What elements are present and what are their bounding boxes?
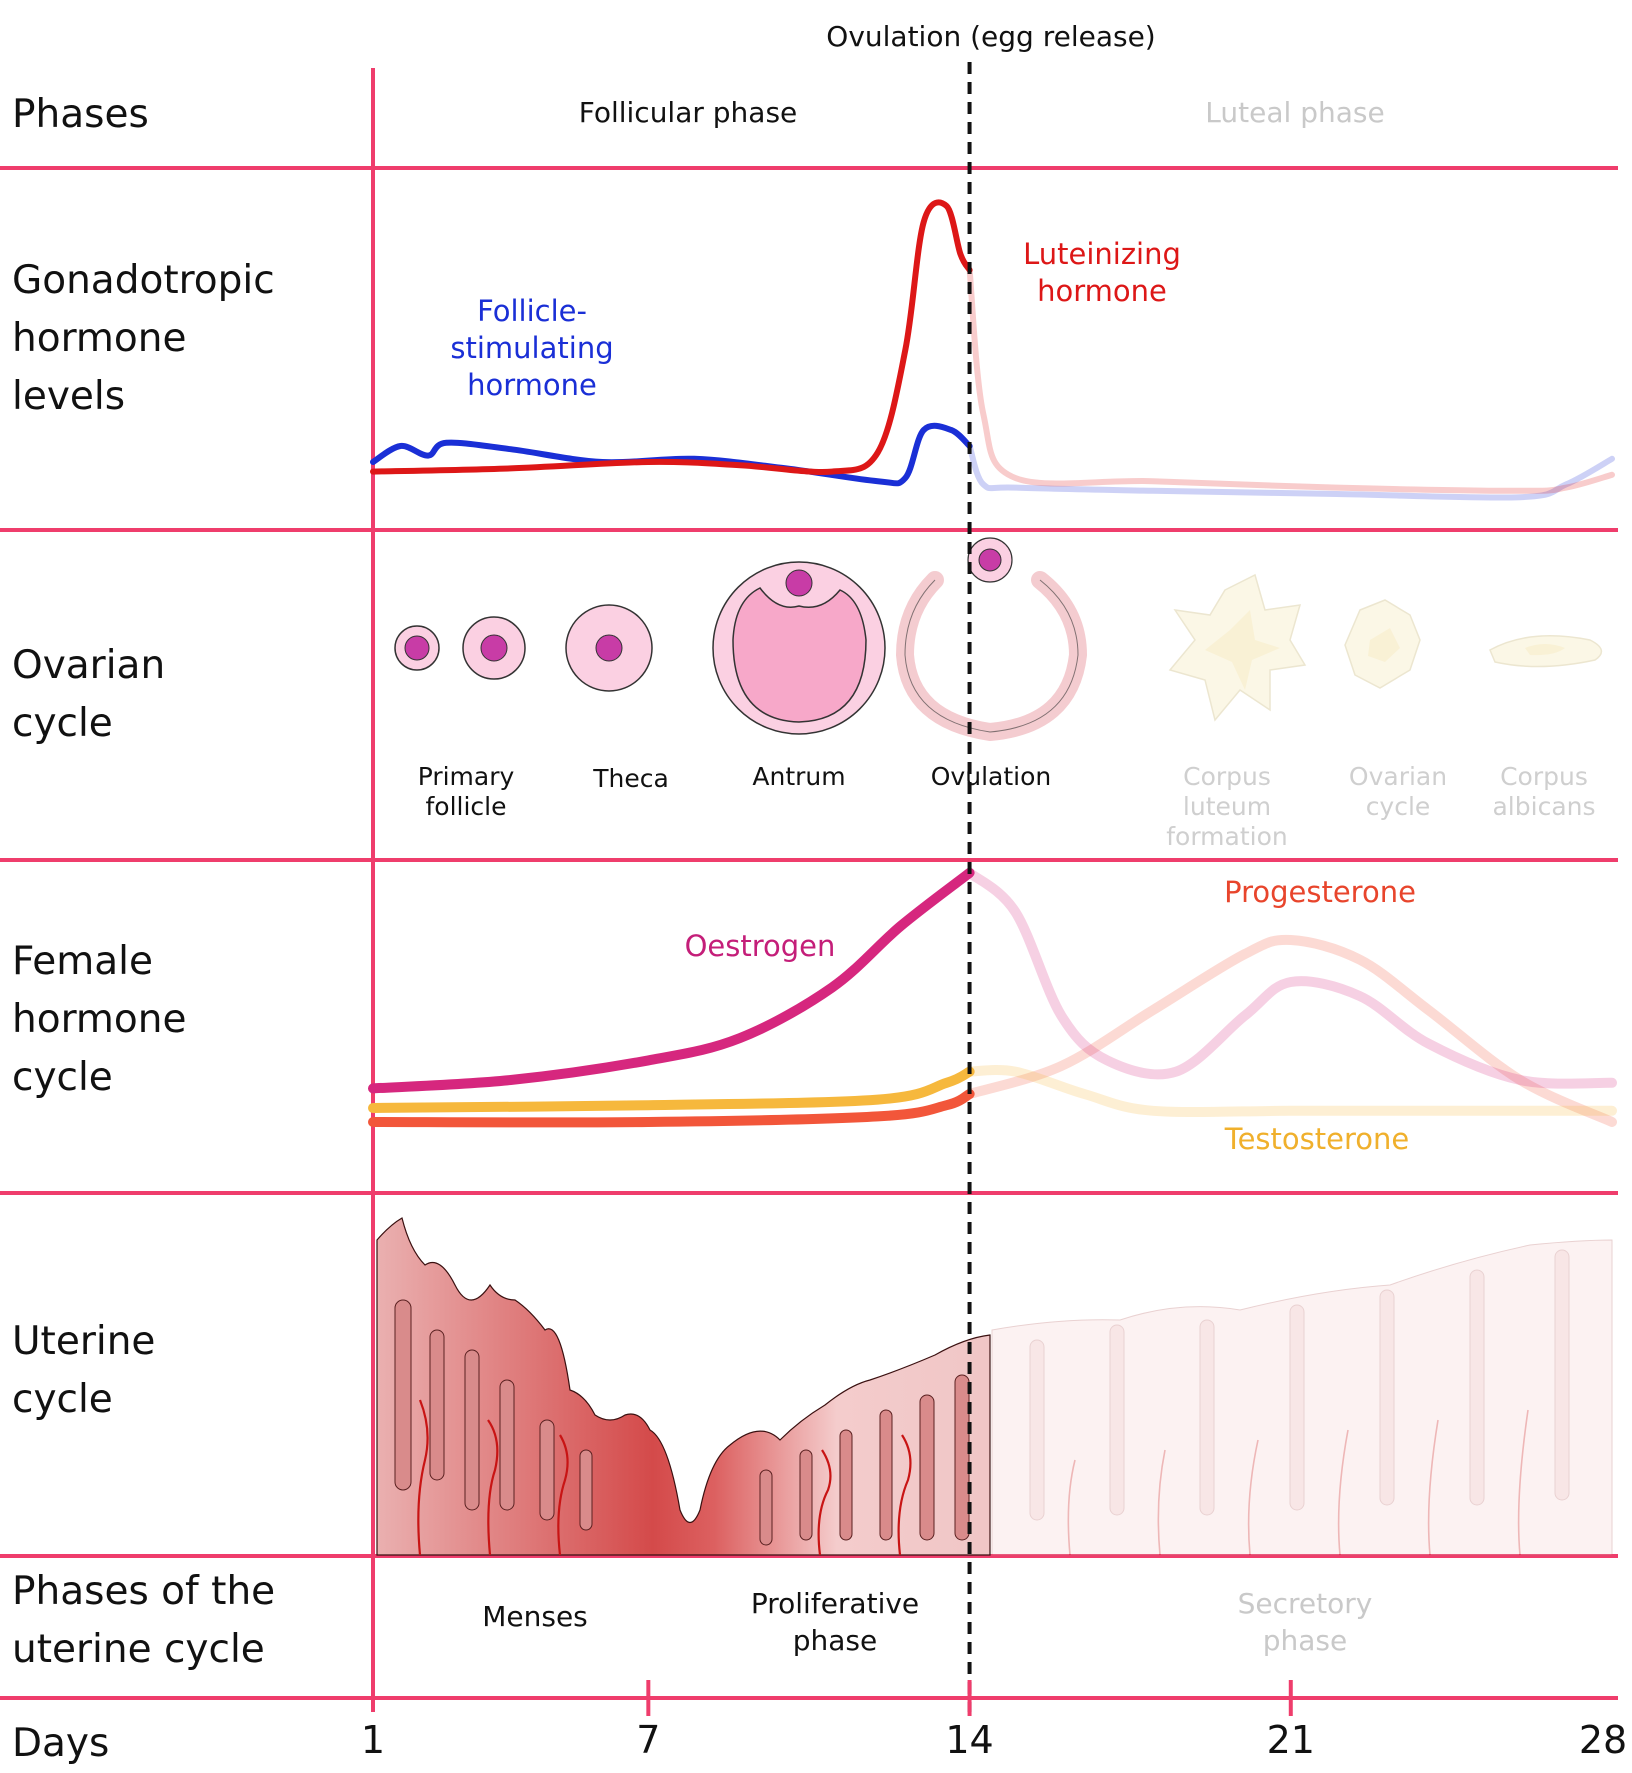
uterine-phase-menses: Menses	[482, 1600, 588, 1633]
testosterone-label: Testosterone	[1224, 1122, 1410, 1156]
row-label-ovarian: Ovarian cycle	[12, 643, 166, 746]
row-label-uterine-phases: Phases of the uterine cycle	[12, 1569, 276, 1672]
uterine-phase-secretory: Secretory phase	[1237, 1587, 1373, 1657]
row-label-uterine: Uterine cycle	[12, 1319, 156, 1422]
row-grid	[0, 68, 1618, 1712]
ovulation-title: Ovulation (egg release)	[826, 20, 1156, 53]
spiral-arteries	[417, 1399, 912, 1556]
ovarian-cycle-illustration	[1344, 599, 1421, 689]
uterine-phase-proliferative: Proliferative phase	[750, 1587, 920, 1657]
day-label-21: 21	[1266, 1718, 1315, 1762]
day-label-7: 7	[636, 1718, 661, 1762]
lh-label: Luteinizing hormone	[1023, 237, 1181, 308]
antrum-follicle-illustration	[712, 561, 886, 735]
stage-primary-follicle: Primary follicle	[417, 762, 515, 821]
row-label-days: Days	[12, 1721, 110, 1766]
gonadotropic-curves	[370, 199, 1615, 501]
day-ticks	[646, 1680, 1293, 1716]
stage-corpus-albicans: Corpus albicans	[1492, 762, 1596, 821]
lh-line	[370, 199, 973, 475]
endometrium-shedding	[376, 1217, 991, 1556]
female-hormone-curves	[368, 867, 1617, 1128]
oestrogen-label: Oestrogen	[684, 929, 836, 963]
stage-antrum: Antrum	[752, 762, 846, 791]
primary-follicle-small-illustration	[394, 625, 440, 671]
stage-ovulation: Ovulation	[930, 762, 1052, 791]
row-label-female-hormone: Female hormone cycle	[12, 939, 187, 1100]
phase-luteal: Luteal phase	[1205, 96, 1385, 129]
stage-theca: Theca	[593, 764, 669, 793]
day-label-1: 1	[360, 1718, 386, 1762]
fsh-line	[370, 422, 973, 487]
ovulation-follicle-illustration	[895, 537, 1088, 742]
day-label-28: 28	[1578, 1718, 1628, 1762]
stage-ovarian-cycle: Ovarian cycle	[1348, 762, 1448, 821]
endometrial-glands	[394, 1299, 970, 1546]
row-label-phases: Phases	[12, 92, 149, 137]
oestrogen-line-luteal	[964, 867, 1617, 1089]
phase-follicular: Follicular phase	[578, 96, 798, 129]
progesterone-line	[368, 1089, 975, 1128]
testosterone-line	[368, 1066, 975, 1113]
corpus-luteum-illustration	[1168, 573, 1307, 722]
secretory-endometrium	[991, 1239, 1613, 1556]
fsh-label: Follicle- stimulating hormone	[450, 294, 614, 402]
stage-corpus-luteum: Corpus luteum formation	[1166, 762, 1288, 851]
day-label-14: 14	[945, 1718, 994, 1762]
progesterone-line-luteal	[964, 934, 1617, 1127]
testosterone-line-luteal	[964, 1064, 1617, 1118]
progesterone-label: Progesterone	[1224, 875, 1416, 909]
primary-follicle-illustration	[462, 616, 526, 680]
corpus-albicans-illustration	[1489, 635, 1603, 668]
uterine-illustration	[376, 1217, 1613, 1556]
lh-line-luteal	[966, 267, 1615, 494]
fsh-line-luteal	[966, 443, 1615, 501]
theca-follicle-illustration	[565, 604, 653, 692]
row-label-gonadotropic: Gonadotropic hormone levels	[12, 258, 275, 419]
oestrogen-line	[368, 867, 975, 1094]
ovarian-illustrations	[394, 537, 1603, 742]
